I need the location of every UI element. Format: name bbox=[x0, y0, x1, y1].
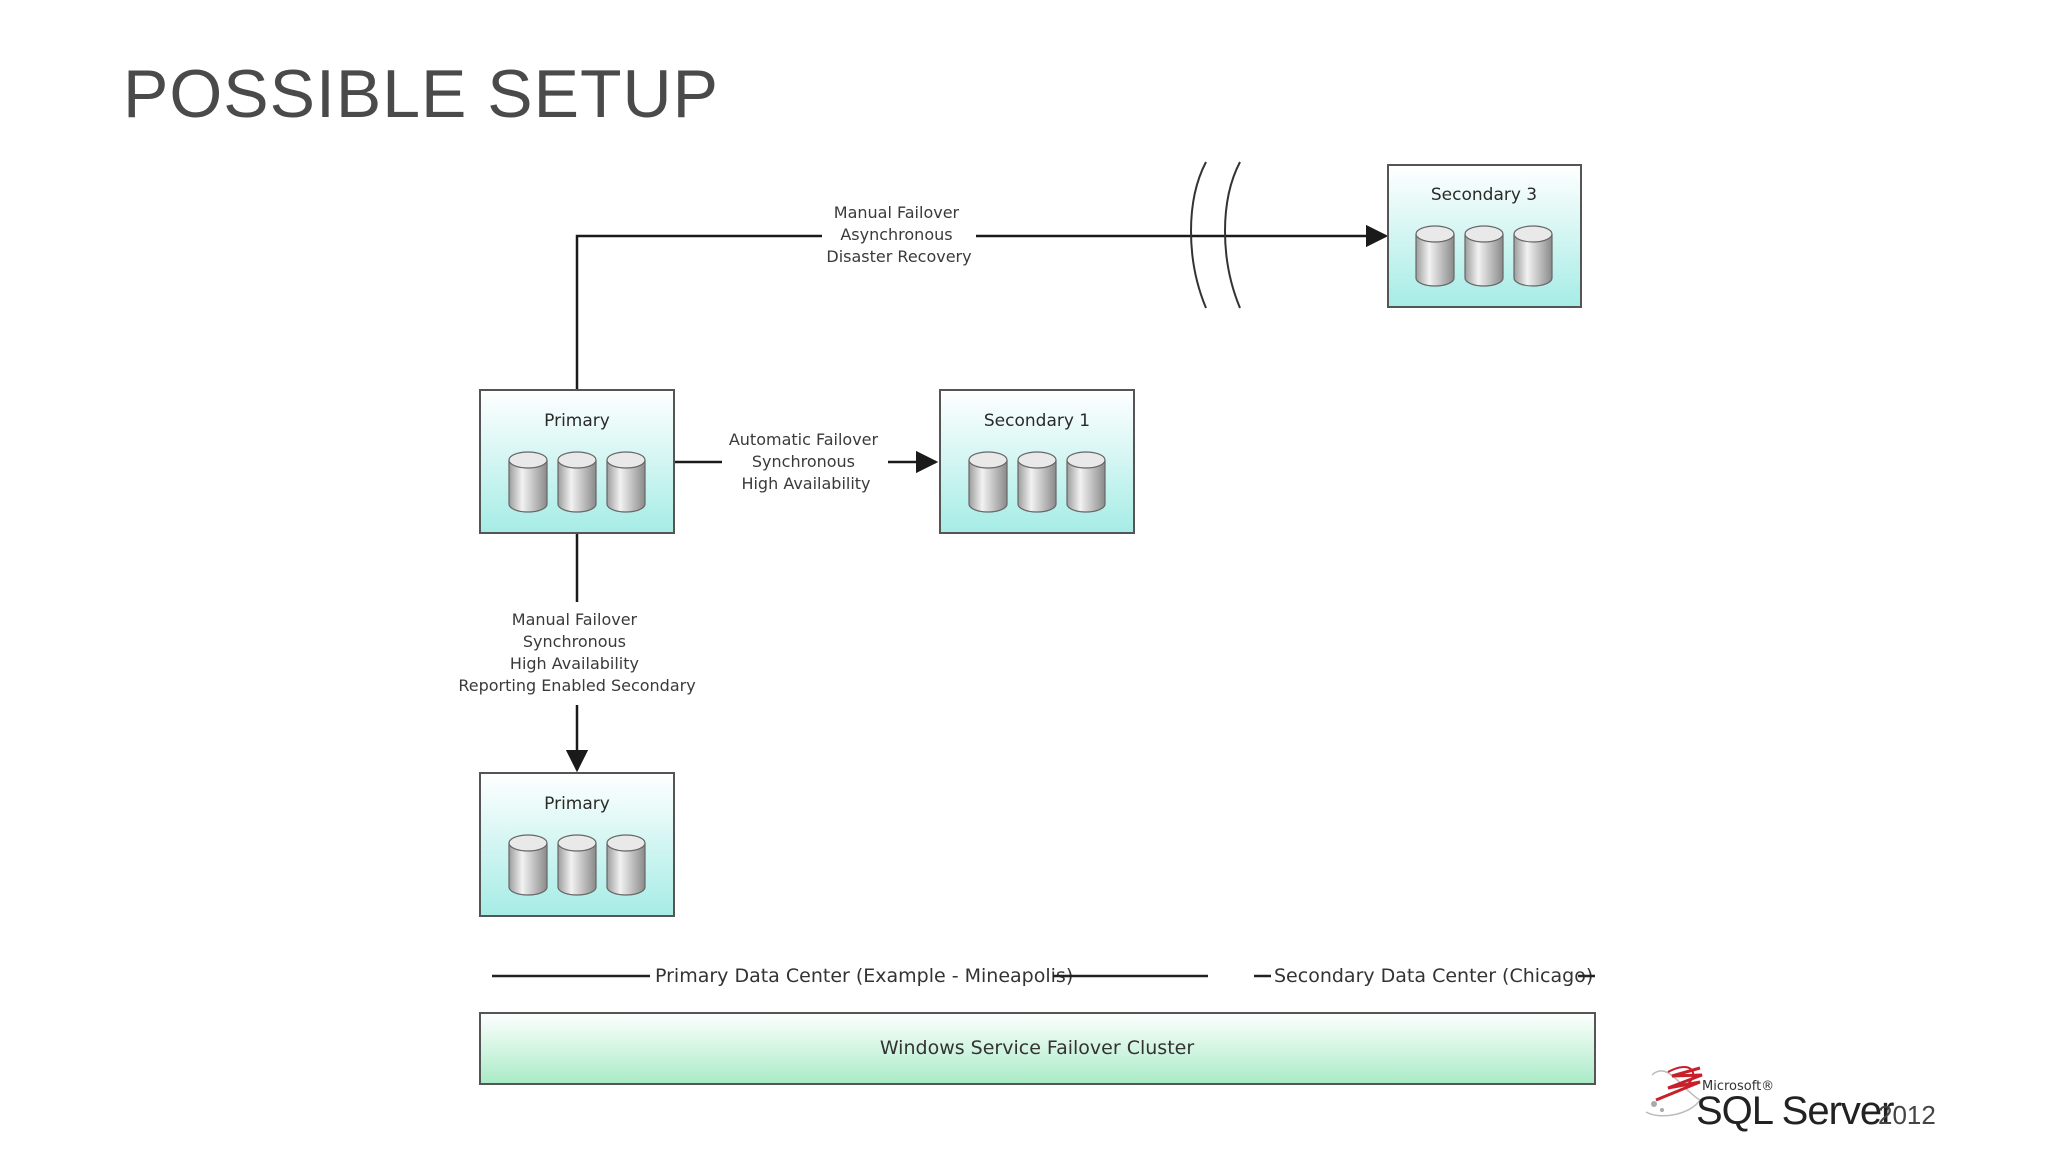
link-primary-to-secondary-3 bbox=[575, 161, 1389, 390]
svg-text:Secondary Data Center (Chicago: Secondary Data Center (Chicago) bbox=[1274, 965, 1593, 987]
database-icon bbox=[557, 451, 597, 513]
database-icon bbox=[557, 834, 597, 896]
database-icon bbox=[1464, 225, 1504, 287]
slide-title: POSSIBLE SETUP bbox=[123, 56, 719, 132]
node-primary-bottom: Primary bbox=[479, 772, 675, 917]
node-secondary-3: Secondary 3 bbox=[1387, 164, 1582, 308]
svg-text:SQL Server: SQL Server bbox=[1696, 1089, 1894, 1133]
svg-text:2012: 2012 bbox=[1878, 1100, 1936, 1130]
database-icon bbox=[508, 451, 548, 513]
node-title: Primary bbox=[544, 794, 610, 814]
node-secondary-1: Secondary 1 bbox=[939, 389, 1135, 534]
node-title: Secondary 3 bbox=[1431, 185, 1537, 205]
cluster-label: Windows Service Failover Cluster bbox=[880, 1037, 1195, 1059]
database-icon bbox=[606, 834, 646, 896]
link-label-secondary-3: Manual Failover Asynchronous Disaster Re… bbox=[826, 203, 971, 266]
link-label-primary-bottom: Manual Failover Synchronous High Availab… bbox=[458, 610, 695, 695]
svg-text:Microsoft®: Microsoft® bbox=[1702, 1079, 1774, 1094]
database-icon bbox=[968, 451, 1008, 513]
sql-server-logo: Microsoft® SQL Server 2012 bbox=[1645, 1066, 1936, 1133]
node-title: Primary bbox=[544, 411, 610, 431]
database-icon bbox=[1513, 225, 1553, 287]
sql-server-swirl-icon bbox=[1645, 1066, 1703, 1117]
failover-cluster-bar: Windows Service Failover Cluster bbox=[479, 1012, 1596, 1085]
secondary-data-center-label: Secondary Data Center (Chicago) bbox=[1254, 965, 1595, 987]
node-primary-top: Primary bbox=[479, 389, 675, 534]
database-icon bbox=[1017, 451, 1057, 513]
database-icon bbox=[606, 451, 646, 513]
wan-break-mark bbox=[1190, 161, 1207, 309]
svg-text:Primary Data Center (Example -: Primary Data Center (Example - Mineapoli… bbox=[655, 965, 1073, 987]
database-icon bbox=[1415, 225, 1455, 287]
node-title: Secondary 1 bbox=[984, 411, 1090, 431]
database-icon bbox=[508, 834, 548, 896]
link-label-secondary-1: Automatic Failover Synchronous High Avai… bbox=[729, 430, 883, 493]
database-icon bbox=[1066, 451, 1106, 513]
primary-data-center-label: Primary Data Center (Example - Mineapoli… bbox=[492, 965, 1208, 987]
